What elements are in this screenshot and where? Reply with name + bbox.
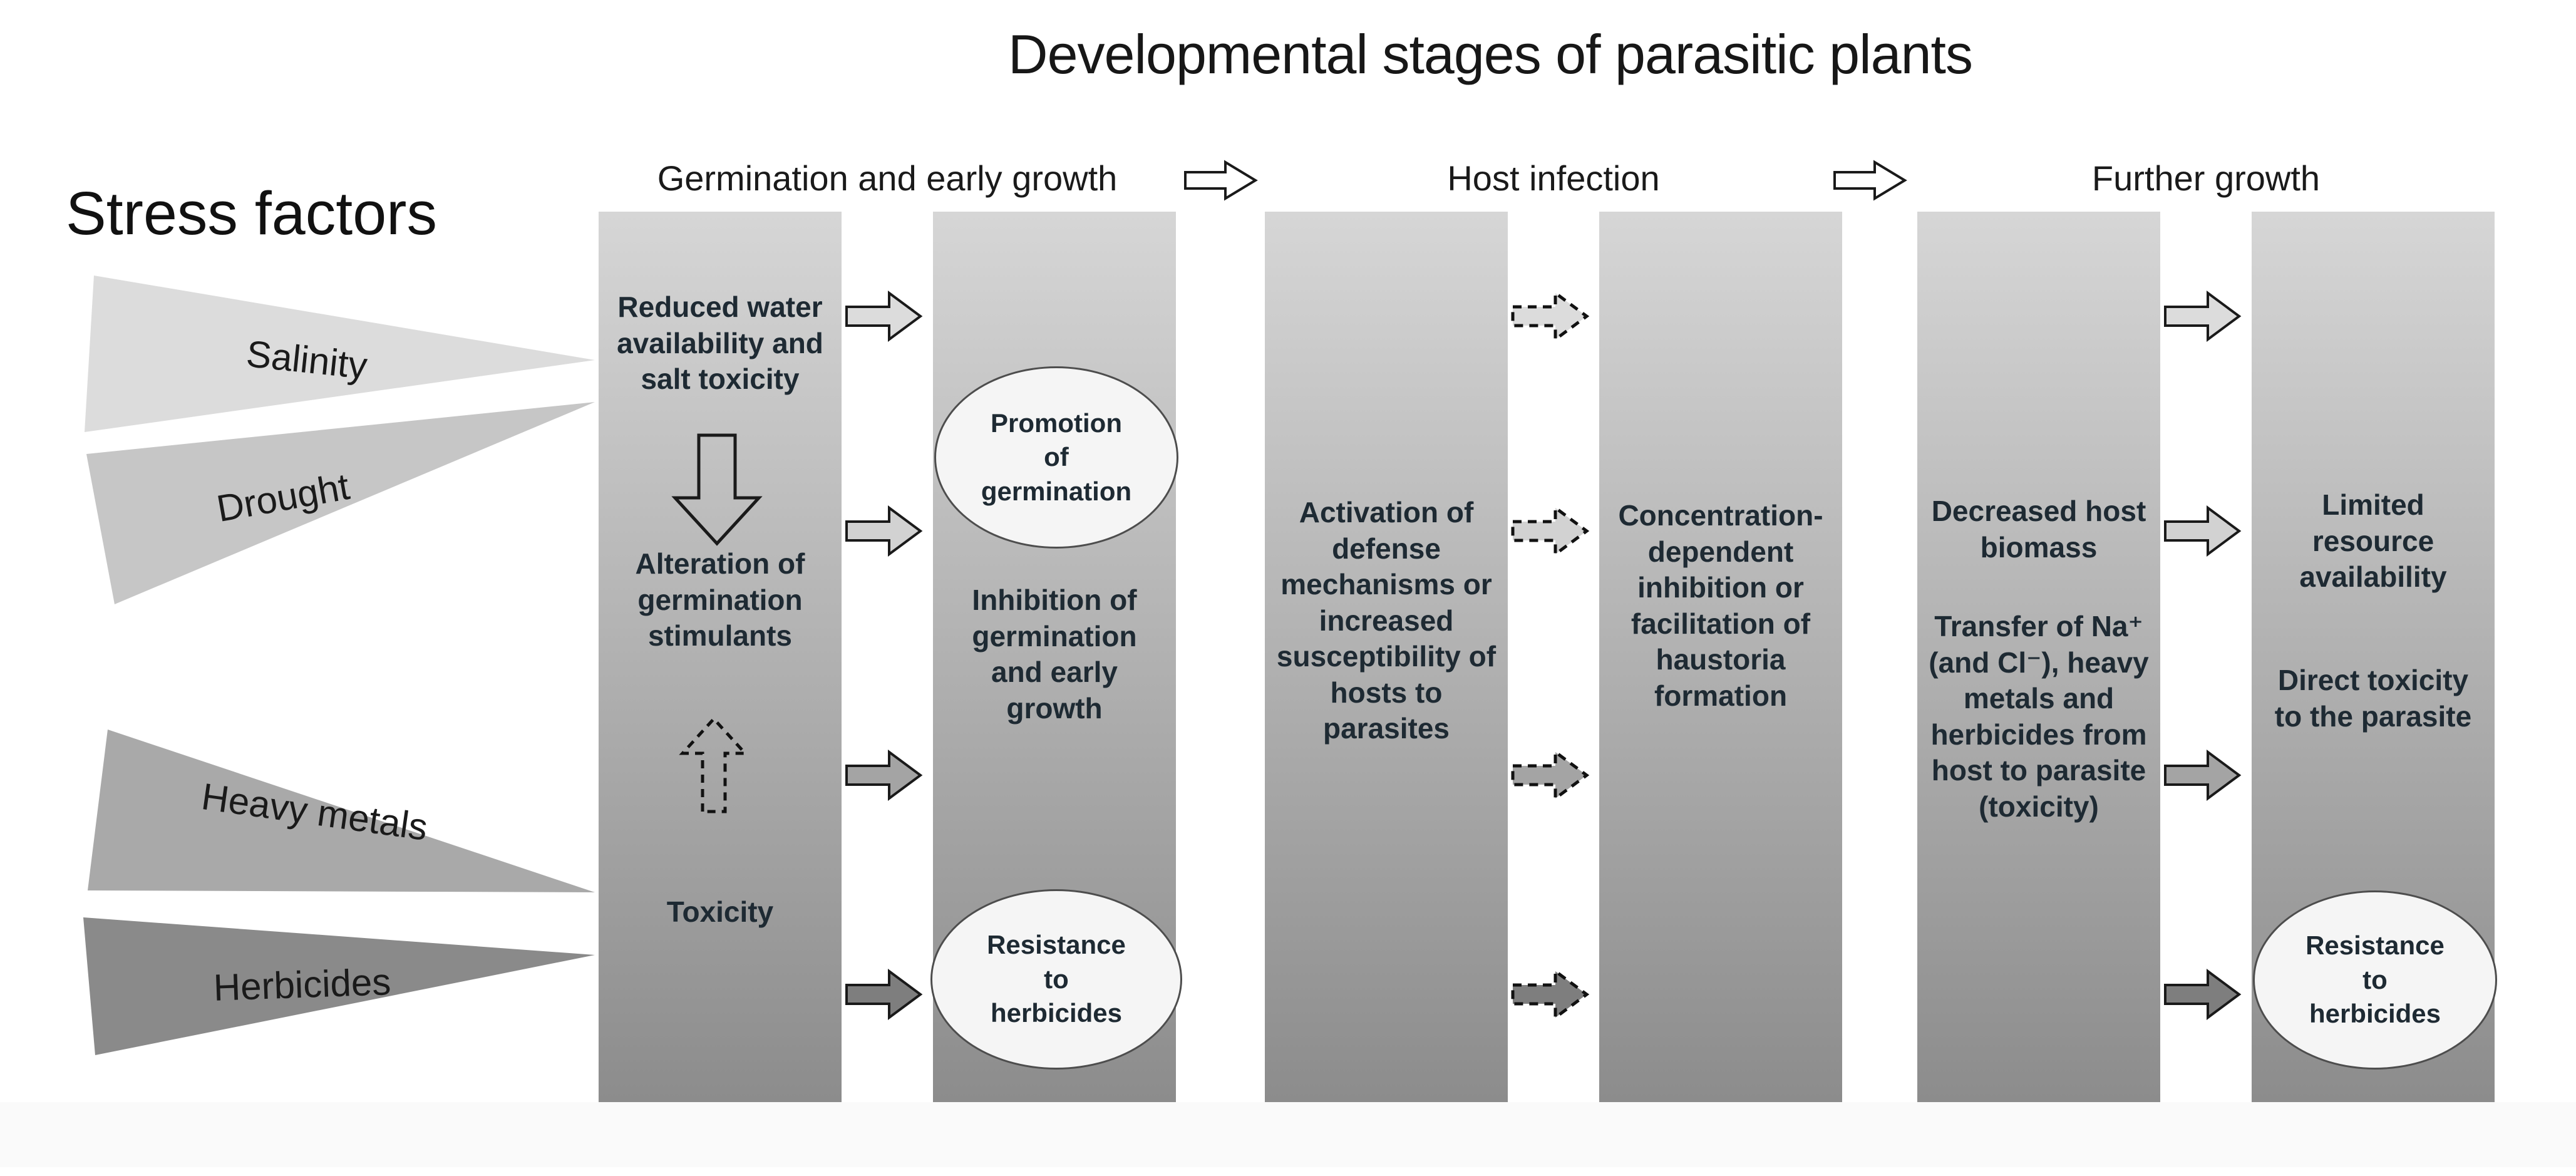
flow-arrow-germination-salinity [845, 291, 923, 342]
flow-arrow-germination-herbicides [845, 969, 923, 1020]
column-germination-stress [599, 212, 842, 1102]
flow-arrow-germination-drought [845, 505, 923, 557]
text-direct-toxicity: Direct toxicity to the parasite [2274, 664, 2472, 733]
text-decreased-biomass: Decreased host biomass [1931, 495, 2146, 564]
text-inhibition-germination: Inhibition of germination and early grow… [972, 584, 1137, 725]
flow-arrow-infection-drought [1511, 505, 1590, 557]
stage-header-germination: Germination and early growth [657, 158, 1118, 198]
dashed-up-arrow-icon [679, 716, 749, 813]
text-transfer-toxicity: Transfer of Na⁺ (and Cl⁻), heavy metals … [1929, 610, 2149, 823]
flow-arrow-infection-salinity [1511, 290, 1590, 343]
outcome-oval-promotion: Promotion of germination [934, 366, 1178, 549]
figure-title: Developmental stages of parasitic plants [1008, 23, 1973, 85]
text-toxicity: Toxicity [666, 895, 774, 928]
outcome-oval-resistance-1: Resistance to herbicides [930, 889, 1182, 1070]
text-concentration-dependent: Concentration- dependent inhibition or f… [1618, 499, 1823, 712]
text-limited-resources: Limited resource availability [2299, 488, 2447, 593]
outcome-oval-resistance-2: Resistance to herbicides [2253, 890, 2497, 1070]
stress-wedge-drought [86, 402, 595, 604]
flow-arrow-infection-herbicides [1511, 968, 1590, 1021]
column-host-infection-stress [1265, 212, 1508, 1102]
text-activation-defense: Activation of defense mechanisms or incr… [1276, 496, 1497, 745]
text-alteration-stimulants: Alteration of germination stimulants [635, 547, 805, 652]
stage-transition-arrow-2 [1833, 160, 1907, 201]
flow-arrow-growth-drought [2164, 505, 2242, 557]
stage-header-host-infection: Host infection [1447, 158, 1660, 198]
stage-header-further-growth: Further growth [2091, 158, 2321, 198]
column-host-infection-outcome [1599, 212, 1842, 1102]
text-reduced-water: Reduced water availability and salt toxi… [617, 291, 823, 395]
flow-arrow-growth-herbicides [2164, 969, 2242, 1020]
column-further-growth-stress [1917, 212, 2160, 1102]
stage-transition-arrow-1 [1184, 160, 1258, 201]
flow-arrow-growth-heavy-metals [2164, 750, 2242, 801]
down-arrow-icon [671, 433, 763, 546]
stress-wedge-salinity [85, 276, 595, 432]
stress-wedge-herbicides [83, 917, 595, 1055]
flow-arrow-growth-salinity [2164, 291, 2242, 342]
footer-strip [0, 1102, 2576, 1167]
flow-arrow-infection-heavy-metals [1511, 749, 1590, 802]
stress-factors-heading: Stress factors [66, 179, 437, 247]
flow-arrow-germination-heavy-metals [845, 750, 923, 801]
stress-wedge-heavy-metals [88, 730, 595, 892]
